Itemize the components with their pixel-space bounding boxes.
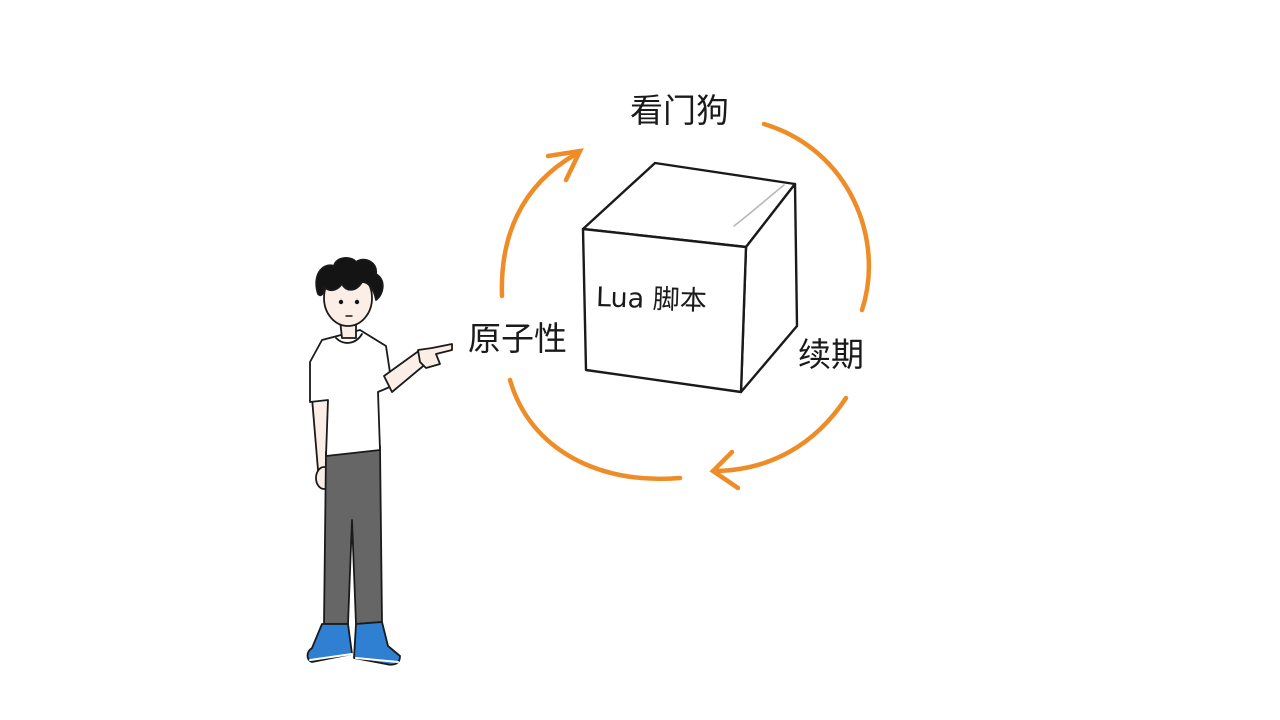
person <box>306 257 453 666</box>
person-left-eye <box>338 299 344 305</box>
person-shirt <box>309 329 393 457</box>
person-right-eye <box>354 299 360 305</box>
person-right-sole <box>355 657 399 663</box>
arrow-left-to-top-head <box>545 148 584 183</box>
cycle-label-top: 看门狗 <box>630 91 729 130</box>
cycle-label-left: 原子性 <box>468 319 567 358</box>
cycle-label-right: 续期 <box>798 335 864 374</box>
person-pants <box>323 445 383 625</box>
arrow-right-to-bottom-head <box>709 449 741 491</box>
cube-shine <box>733 184 785 227</box>
person-collar <box>335 333 363 344</box>
person-right-shoe <box>353 621 401 666</box>
arrow-right-to-bottom <box>713 395 849 474</box>
person-pointing-hand <box>417 343 453 369</box>
arrow-left-to-top <box>499 151 579 299</box>
arrow-bottom-to-left <box>507 377 683 482</box>
cube-label: Lua 脚本 <box>595 282 708 317</box>
person-left-sole <box>309 653 353 661</box>
arrow-top-to-right <box>761 121 872 313</box>
cycle-arrows <box>499 121 872 491</box>
cube <box>581 161 799 394</box>
cube-front-face <box>581 227 748 394</box>
person-hair <box>315 257 384 301</box>
